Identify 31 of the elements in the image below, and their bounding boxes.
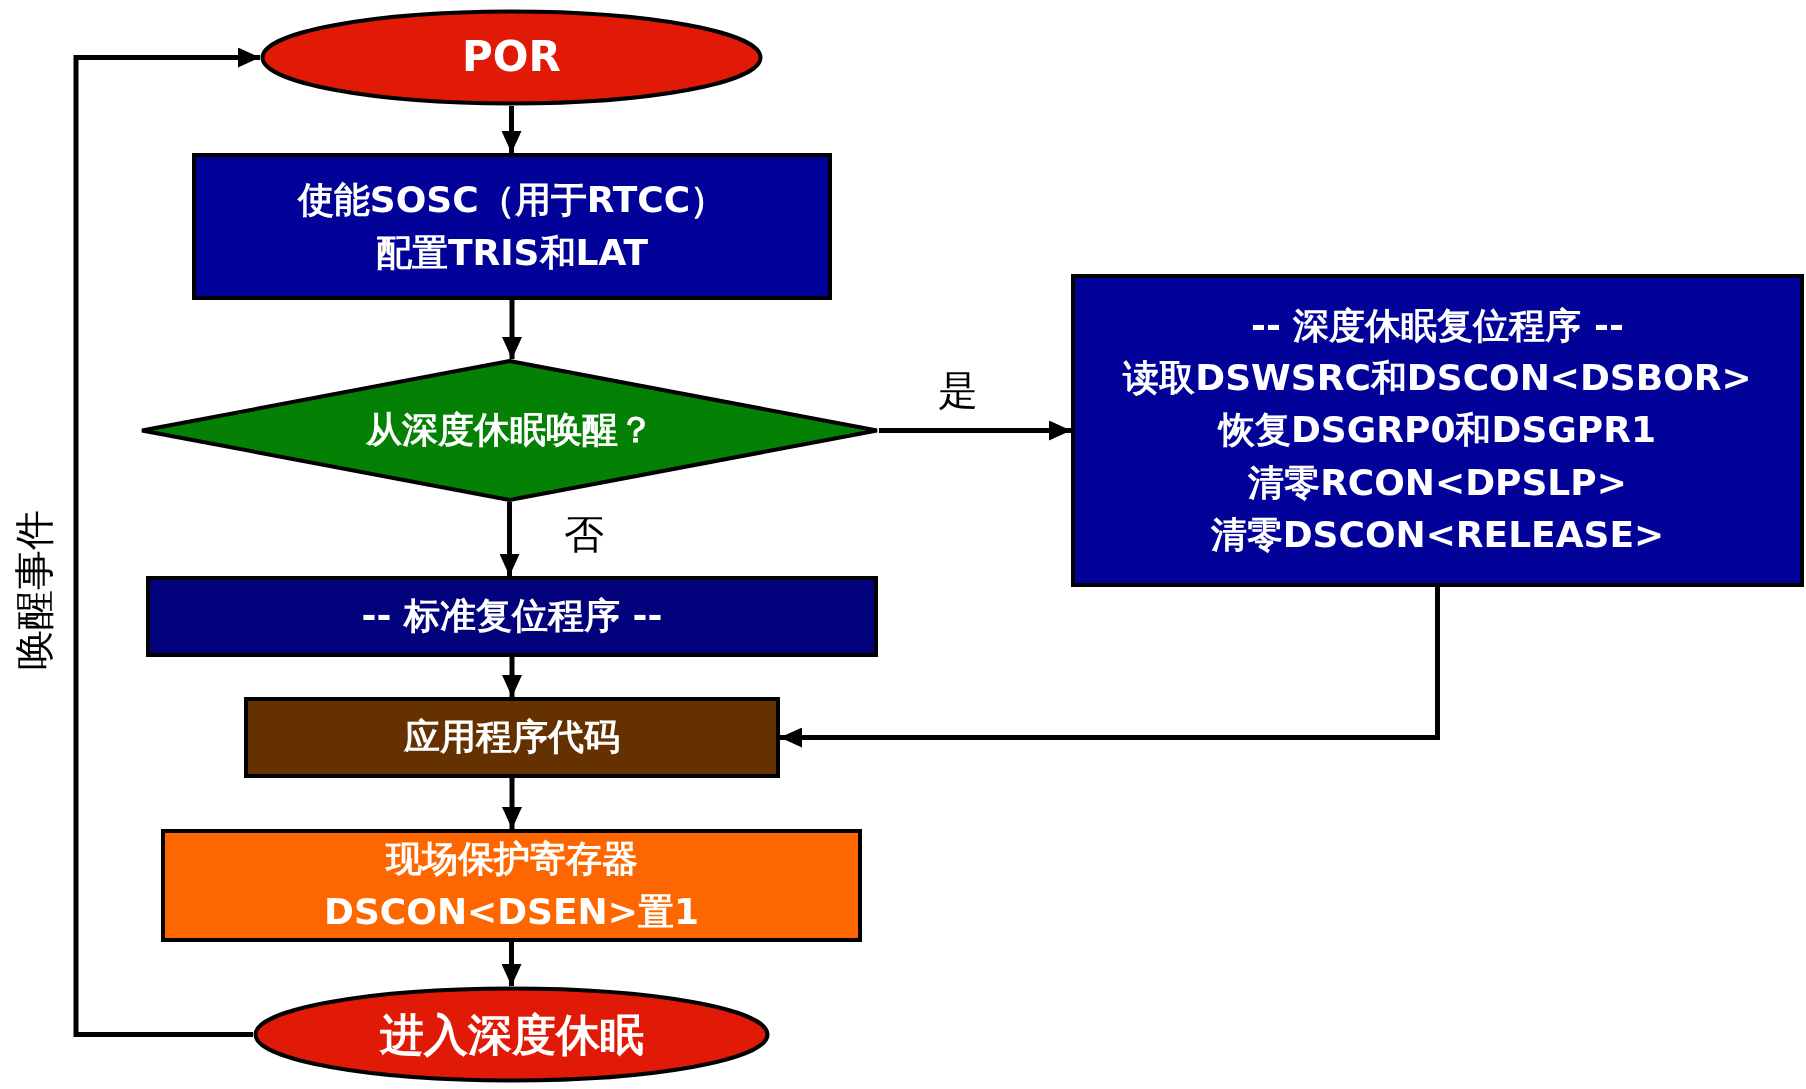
process-box	[146, 576, 878, 657]
terminal-ellipse	[260, 9, 763, 106]
arrow	[499, 502, 520, 576]
box-text: -- 标准复位程序 --	[361, 594, 663, 639]
arrow	[879, 420, 1071, 441]
process-box	[161, 829, 862, 942]
arrow	[73, 47, 260, 1037]
terminal-ellipse	[253, 986, 770, 1083]
arrow	[501, 106, 522, 153]
arrow	[502, 657, 522, 697]
box-text: 读取DSWSRC和DSCON<DSBOR>	[1123, 356, 1752, 401]
box-text: DSCON<DSEN>置1	[324, 889, 699, 934]
box-text: 清零RCON<DPSLP>	[1248, 460, 1627, 505]
box-text: 清零DSCON<RELEASE>	[1210, 512, 1665, 557]
box-text: 从深度休眠唤醒？	[365, 408, 654, 453]
process-box	[244, 697, 780, 778]
box-text: 现场保护寄存器	[385, 837, 638, 882]
box-text: 恢复DSGRP0和DSGPR1	[1219, 408, 1656, 453]
arrow	[502, 778, 522, 829]
arrow	[502, 300, 522, 359]
decision-diamond	[140, 359, 879, 502]
arrow	[780, 587, 1440, 748]
box-text: 配置TRIS和LAT	[375, 230, 649, 275]
process-box	[192, 153, 832, 300]
box-text: 使能SOSC（用于RTCC）	[297, 178, 727, 223]
box-text: 应用程序代码	[404, 715, 620, 760]
box-text: POR	[462, 31, 561, 84]
process-box	[1071, 274, 1804, 587]
box-text: 进入深度休眠	[379, 1007, 644, 1062]
edge-label: 唤醒事件	[12, 508, 56, 672]
box-heading: -- 深度休眠复位程序 --	[1251, 304, 1624, 349]
